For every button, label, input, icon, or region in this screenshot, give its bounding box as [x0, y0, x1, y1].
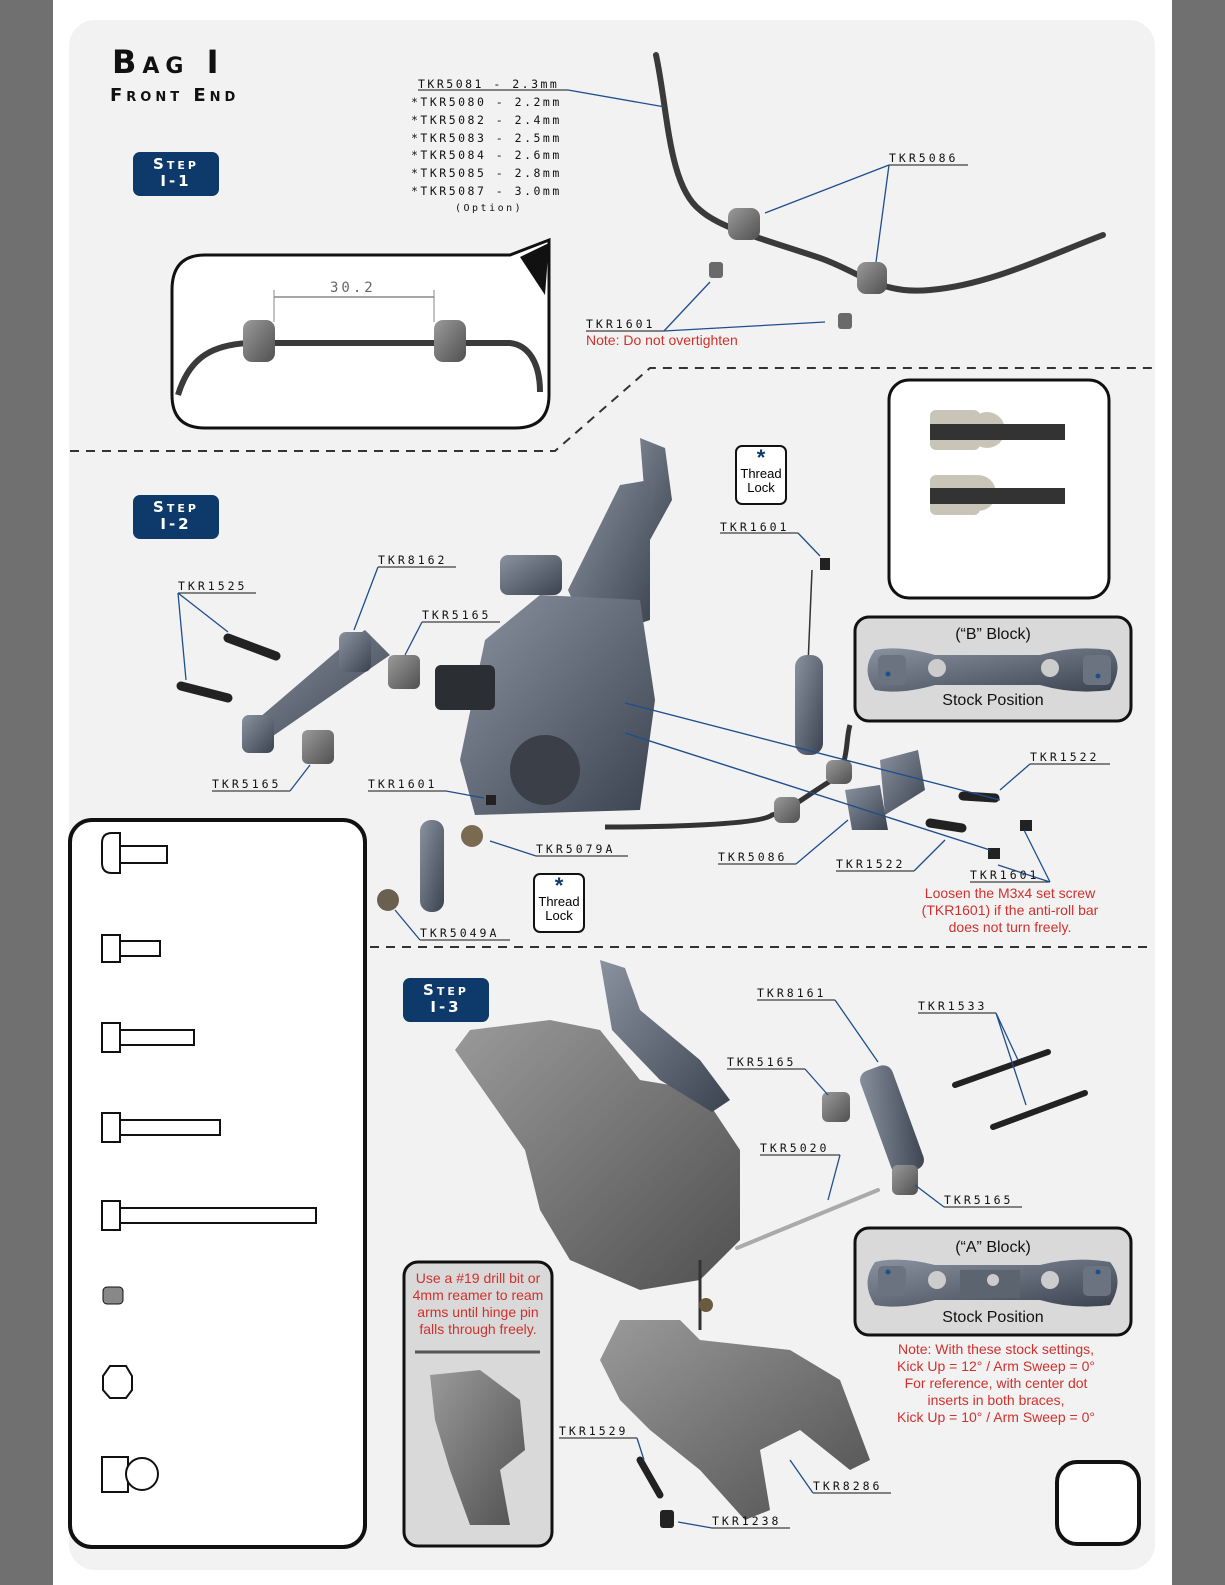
step-badge-1: Step I-1: [133, 152, 219, 196]
anti-roll-bar-option: *TKR5083 - 2.5mm: [411, 131, 562, 145]
thread-lock-text: Lock: [747, 480, 775, 495]
b-block-caption: Stock Position: [942, 692, 1044, 709]
part-label: TKR1522: [836, 857, 906, 871]
anti-roll-bar-option: *TKR5087 - 3.0mm: [411, 184, 562, 198]
a-block-title: (“A” Block): [955, 1239, 1031, 1256]
step-badge-3: Step I-3: [403, 978, 489, 1022]
set-screw-note: Note: Do not overtighten: [586, 332, 738, 348]
part-label: TKR1601: [970, 868, 1040, 882]
anti-roll-bar-option: *TKR5080 - 2.2mm: [411, 95, 562, 109]
note-line: Note: With these stock settings,: [897, 1341, 1095, 1357]
part-label: TKR5020: [760, 1141, 830, 1155]
ream-note: Use a #19 drill bit or 4mm reamer to rea…: [404, 1270, 552, 1338]
thread-lock-text: Lock: [545, 908, 573, 923]
note-line: does not turn freely.: [948, 919, 1072, 935]
page-subtitle: Front End: [110, 85, 240, 106]
part-label: TKR1601: [586, 317, 656, 331]
note-line: Use a #19 drill bit or: [415, 1270, 541, 1286]
part-label: TKR1601: [720, 520, 790, 534]
part-label: TKR1533: [918, 999, 988, 1013]
thread-lock-text: Thread: [740, 466, 782, 481]
anti-roll-bar-option: *TKR5085 - 2.8mm: [411, 166, 562, 180]
step-badge-label: Step: [423, 981, 469, 999]
anti-roll-bar-option: *TKR5084 - 2.6mm: [411, 148, 562, 162]
b-block-title: (“B” Block): [955, 626, 1031, 643]
note-line: 4mm reamer to ream: [412, 1287, 544, 1303]
right-border: [1172, 0, 1225, 1585]
stock-settings-note: Note: With these stock settings, Kick Up…: [880, 1341, 1112, 1426]
part-label: TKR5165: [212, 777, 282, 791]
step-badge-2: Step I-2: [133, 495, 219, 539]
anti-roll-bar-option: *TKR5082 - 2.4mm: [411, 113, 562, 127]
step-badge-number: I-1: [160, 172, 192, 190]
part-label: TKR8162: [378, 553, 448, 567]
part-label: TKR5165: [422, 608, 492, 622]
note-line: falls through freely.: [419, 1321, 537, 1337]
note-line: Kick Up = 12° / Arm Sweep = 0°: [897, 1358, 1095, 1374]
part-label: TKR5165: [944, 1193, 1014, 1207]
part-label: TKR1525: [178, 579, 248, 593]
part-label: TKR1529: [559, 1424, 629, 1438]
thread-lock-badge: * Thread Lock: [735, 445, 787, 505]
asterisk-icon: *: [756, 445, 766, 470]
loosen-set-screw-note: Loosen the M3x4 set screw (TKR1601) if t…: [916, 885, 1104, 936]
step-badge-number: I-3: [430, 998, 462, 1016]
page-title: Bag I: [112, 43, 225, 81]
note-line: Kick Up = 10° / Arm Sweep = 0°: [897, 1409, 1095, 1425]
part-label: TKR8161: [757, 986, 827, 1000]
left-border: [0, 0, 53, 1585]
note-line: arms until hinge pin: [417, 1304, 539, 1320]
step-badge-label: Step: [153, 155, 199, 173]
part-label: TKR8286: [813, 1479, 883, 1493]
page-number-box: [1055, 1460, 1141, 1546]
dimension-label: 30.2: [330, 280, 376, 296]
note-line: For reference, with center dot: [904, 1375, 1088, 1391]
a-block-caption: Stock Position: [942, 1309, 1044, 1326]
step-badge-number: I-2: [160, 515, 192, 533]
note-line: Loosen the M3x4 set screw: [924, 885, 1096, 901]
thread-lock-badge: * Thread Lock: [533, 873, 585, 933]
asterisk-icon: *: [554, 873, 564, 898]
part-label: TKR5086: [889, 151, 959, 165]
anti-roll-bar-option-note: (Option): [455, 203, 524, 214]
step-badge-label: Step: [153, 498, 199, 516]
part-label: TKR1522: [1030, 750, 1100, 764]
part-label: TKR5049A: [420, 926, 500, 940]
part-label: TKR5165: [727, 1055, 797, 1069]
part-label: TKR5086: [718, 850, 788, 864]
note-line: (TKR1601) if the anti-roll bar: [921, 902, 1099, 918]
thread-lock-text: Thread: [538, 894, 580, 909]
note-line: inserts in both braces,: [927, 1392, 1065, 1408]
part-label: TKR1238: [712, 1514, 782, 1528]
part-label: TKR5079A: [536, 842, 616, 856]
part-label: TKR1601: [368, 777, 438, 791]
anti-roll-bar-option: TKR5081 - 2.3mm: [418, 77, 560, 91]
